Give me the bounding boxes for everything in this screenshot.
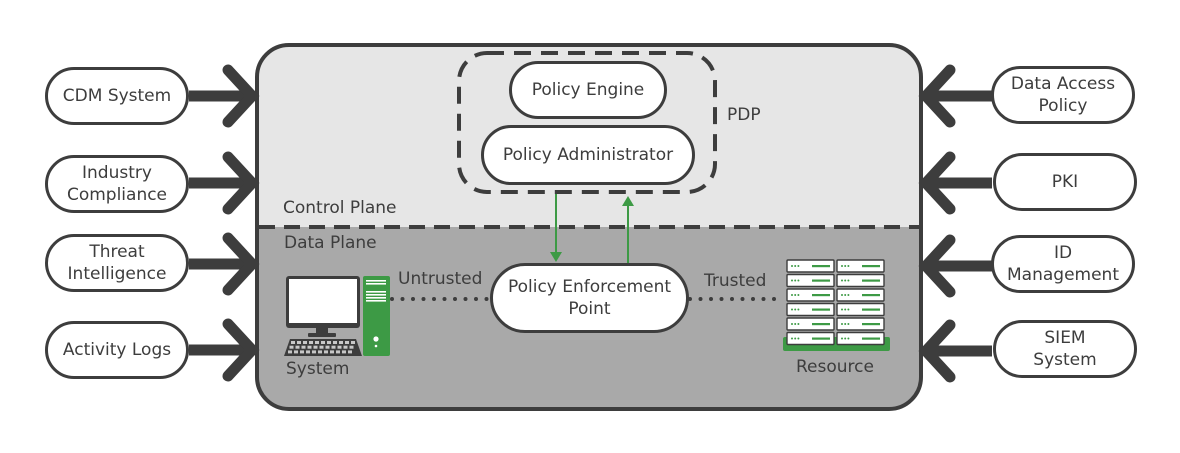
input-arrow-left-icon — [918, 64, 992, 128]
pep-label: Point — [568, 299, 611, 319]
input-label: Intelligence — [67, 264, 167, 284]
system-label: System — [286, 359, 350, 379]
input-label: Policy — [1038, 96, 1088, 116]
input-arrow-left-icon — [918, 319, 992, 383]
input-label: ID — [1053, 243, 1073, 263]
input-label: Activity Logs — [62, 340, 172, 360]
input-label: CDM System — [62, 86, 172, 106]
architecture-container — [255, 43, 923, 411]
policy-engine-label: Policy Engine — [531, 80, 645, 100]
input-label: Compliance — [66, 185, 168, 205]
pep-label: Policy Enforcement — [507, 277, 672, 297]
pep-to-pa-arrow — [622, 196, 634, 264]
input-label: Data Access — [1010, 74, 1116, 94]
input-label: Threat — [89, 242, 145, 262]
input-arrow-left-icon — [918, 151, 992, 215]
data-plane-label: Data Plane — [284, 233, 377, 253]
untrusted-label: Untrusted — [398, 269, 483, 289]
input-arrow-right-icon — [189, 64, 260, 128]
resource-label: Resource — [796, 357, 874, 377]
input-activity-logs: Activity Logs — [45, 321, 189, 379]
input-cdm-system: CDM System — [45, 67, 189, 125]
policy-engine: Policy Engine — [509, 61, 667, 119]
trusted-label: Trusted — [704, 271, 767, 291]
input-label: System — [1033, 350, 1097, 370]
input-arrow-right-icon — [189, 151, 260, 215]
pa-to-pep-arrow — [550, 194, 562, 262]
system-tower-icon — [363, 276, 390, 356]
input-label: Management — [1007, 265, 1119, 285]
input-arrow-right-icon — [189, 318, 260, 382]
policy-administrator: Policy Administrator — [481, 125, 695, 185]
pdp-label: PDP — [727, 105, 761, 125]
input-label: SIEM — [1044, 328, 1086, 348]
system-computer-icon — [284, 276, 362, 356]
input-label: Industry — [82, 163, 152, 183]
policy-administrator-label: Policy Administrator — [502, 145, 674, 165]
resource-server-icon — [783, 259, 890, 351]
input-arrow-left-icon — [918, 234, 992, 298]
control-plane-label: Control Plane — [283, 198, 397, 218]
input-arrow-right-icon — [189, 232, 260, 296]
input-pki: PKI — [993, 153, 1137, 211]
input-label: PKI — [1051, 172, 1079, 192]
pdp-boundary — [457, 51, 717, 194]
